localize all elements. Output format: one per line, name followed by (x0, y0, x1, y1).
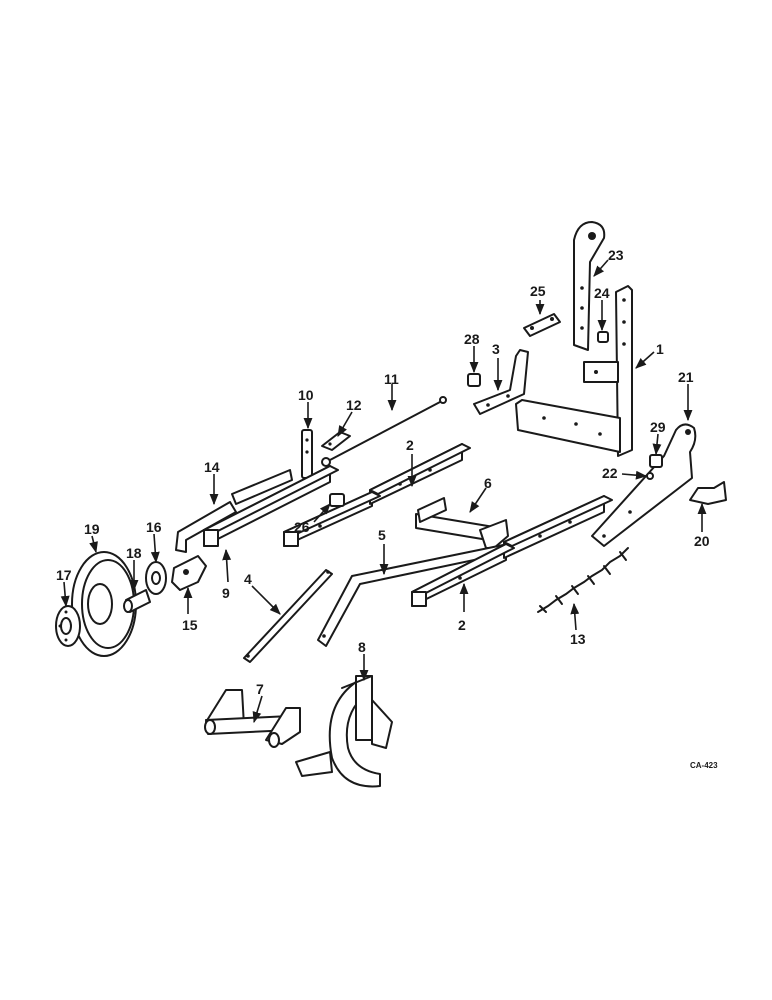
callout-12: 12 (346, 397, 362, 413)
leader-lines (60, 259, 707, 724)
callout-14: 14 (204, 459, 220, 475)
part-26-block (329, 493, 345, 507)
callout-4: 4 (244, 571, 252, 587)
callout-21: 21 (678, 369, 694, 385)
part-29-bushing (649, 454, 663, 468)
callout-9: 9 (222, 585, 230, 601)
part-9-frame-beam (203, 465, 339, 547)
callout-2-upper: 2 (406, 437, 414, 453)
part-22-washer (646, 472, 654, 480)
part-7-bracket (204, 689, 301, 748)
callout-5: 5 (378, 527, 386, 543)
callout-8: 8 (358, 639, 366, 655)
part-17-hub (55, 605, 81, 647)
callout-17: 17 (56, 567, 72, 583)
part-21-link-arm (591, 423, 697, 547)
part-18-spacer (123, 589, 151, 613)
part-16-hub-flange (145, 561, 167, 595)
part-24-bushing (597, 331, 609, 343)
callout-6: 6 (484, 475, 492, 491)
callout-18: 18 (126, 545, 142, 561)
callout-labels: 1 2 2 3 4 5 6 7 8 9 10 11 12 13 14 15 16… (56, 247, 710, 697)
part-19-disc (71, 551, 137, 657)
part-15-bearing (171, 555, 207, 591)
drawing-code: CA-423 (690, 761, 718, 770)
part-1-frame-mast (515, 285, 633, 457)
part-14-tube (175, 469, 293, 553)
part-11-rod (321, 396, 447, 467)
callout-26: 26 (294, 519, 310, 535)
callout-24: 24 (594, 285, 610, 301)
part-6-cross-bracket (415, 497, 509, 549)
callout-7: 7 (256, 681, 264, 697)
part-13-chain (537, 547, 629, 613)
part-20-clip (689, 481, 727, 505)
callout-1: 1 (656, 341, 664, 357)
callout-29: 29 (650, 419, 666, 435)
part-2-upper-beam (283, 443, 471, 547)
part-25-link-plate (523, 313, 561, 337)
callout-22: 22 (602, 465, 618, 481)
part-3-bracket (473, 349, 529, 415)
callout-15: 15 (182, 617, 198, 633)
callout-11: 11 (384, 371, 399, 387)
callout-19: 19 (84, 521, 100, 537)
callout-13: 13 (570, 631, 586, 647)
callout-10: 10 (298, 387, 314, 403)
callout-2-lower: 2 (458, 617, 466, 633)
part-4-brace (243, 569, 333, 663)
part-10-pin (301, 429, 313, 479)
callout-3: 3 (492, 341, 500, 357)
callout-25: 25 (530, 283, 546, 299)
callout-23: 23 (608, 247, 624, 263)
part-23-lift-arm (573, 221, 606, 351)
part-2-lower-beam (411, 495, 613, 607)
callout-28: 28 (464, 331, 480, 347)
part-12-clip (321, 431, 351, 451)
callout-16: 16 (146, 519, 162, 535)
part-8-shank (295, 675, 393, 788)
callout-20: 20 (694, 533, 710, 549)
part-28-bushing (467, 373, 481, 387)
